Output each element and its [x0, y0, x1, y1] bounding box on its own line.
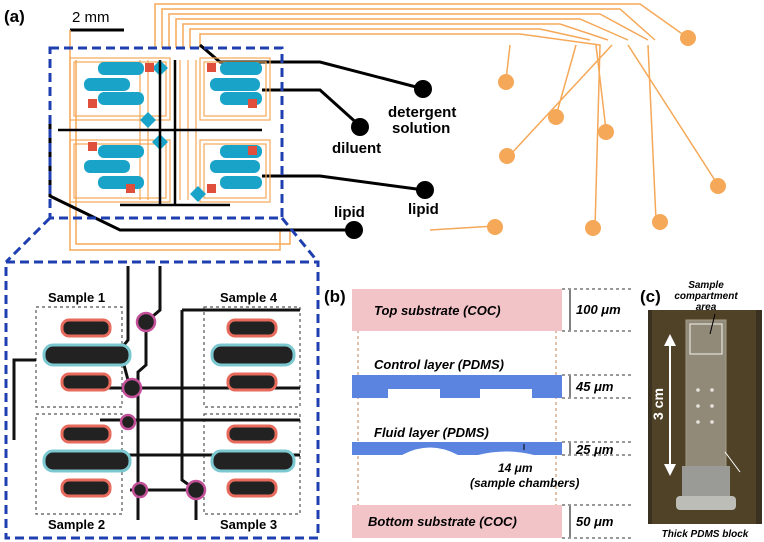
- sample-label-2: compartment: [674, 291, 738, 302]
- sample-label-3: area: [696, 302, 717, 313]
- fluid-layer-label: Fluid layer (PDMS): [374, 425, 489, 440]
- bottom-substrate-label: Bottom substrate (COC): [368, 514, 517, 529]
- pad: [487, 219, 503, 235]
- sample-1-label: Sample 1: [48, 290, 105, 305]
- scale-bar-label: 2 mm: [72, 9, 110, 26]
- pad: [680, 30, 696, 46]
- lipid-label-bottom: lipid: [334, 204, 365, 221]
- diluent-port: [351, 118, 369, 136]
- chip-core: [58, 57, 271, 207]
- chamber-group-2: [42, 424, 132, 498]
- chamber-group-3: [210, 424, 296, 498]
- pad: [652, 214, 668, 230]
- control-layer: [352, 375, 562, 398]
- alignment-guides: [357, 330, 557, 506]
- bottom-substrate: [352, 505, 562, 538]
- chamber-depth-label: 14 μm: [498, 461, 533, 475]
- pad: [598, 124, 614, 140]
- zoom-dashed-box: [4, 260, 320, 540]
- lipid-port-right: [416, 181, 434, 199]
- metal-base: [682, 466, 730, 496]
- sample-area: [689, 323, 723, 355]
- block-arrow: [724, 451, 741, 473]
- control-pads: [487, 30, 726, 236]
- top-substrate-label: Top substrate (COC): [374, 303, 501, 318]
- thickness-top: 100 μm: [576, 302, 621, 317]
- length-arrow-head-bottom: [664, 464, 676, 476]
- pad: [499, 148, 515, 164]
- length-arrow-head-top: [664, 334, 676, 346]
- lipid-label-right: lipid: [408, 201, 439, 218]
- sample-boxes: [35, 306, 301, 515]
- thickness-guides: [562, 288, 632, 539]
- zoom-line-right: [280, 217, 320, 263]
- control-lines: [69, 3, 719, 251]
- panel-a-label: (a): [4, 7, 25, 26]
- photo-holes: [696, 388, 714, 424]
- fluid-layer: [352, 442, 562, 455]
- fluid-ports: [345, 80, 434, 239]
- panel-b-label: (b): [324, 287, 346, 306]
- length-label: 3 cm: [650, 388, 666, 420]
- thickness-fluid: 25 μm: [575, 442, 614, 457]
- pad: [498, 74, 514, 90]
- chamber-group-4: [210, 318, 296, 392]
- chip-dashed-box: [48, 46, 284, 220]
- sample-3-label: Sample 3: [220, 517, 277, 532]
- pad: [548, 109, 564, 125]
- detergent-label-2: solution: [392, 120, 450, 137]
- panel-c-label: (c): [640, 287, 661, 306]
- chamber-group-1: [42, 318, 132, 392]
- block-label: Thick PDMS block: [662, 529, 749, 540]
- sample-label-1: Sample: [688, 280, 724, 291]
- pad: [710, 178, 726, 194]
- thickness-control: 45 μm: [575, 379, 614, 394]
- detergent-label-1: detergent: [388, 104, 456, 121]
- zoom-line-left: [4, 216, 52, 264]
- metal-base-ring: [676, 496, 736, 510]
- control-layer-label: Control layer (PDMS): [374, 357, 504, 372]
- diluent-label: diluent: [332, 140, 381, 157]
- sample-arrow: [709, 313, 716, 335]
- thickness-bottom: 50 μm: [576, 514, 614, 529]
- top-substrate: [352, 289, 562, 331]
- pad: [585, 220, 601, 236]
- sample-2-label: Sample 2: [48, 517, 105, 532]
- pdms-block: [685, 319, 727, 471]
- sample-4-label: Sample 4: [220, 290, 278, 305]
- lipid-port-bottom: [345, 221, 363, 239]
- zoom-valves: [119, 311, 207, 501]
- chamber-note-label: (sample chambers): [470, 476, 579, 490]
- detergent-port: [414, 80, 432, 98]
